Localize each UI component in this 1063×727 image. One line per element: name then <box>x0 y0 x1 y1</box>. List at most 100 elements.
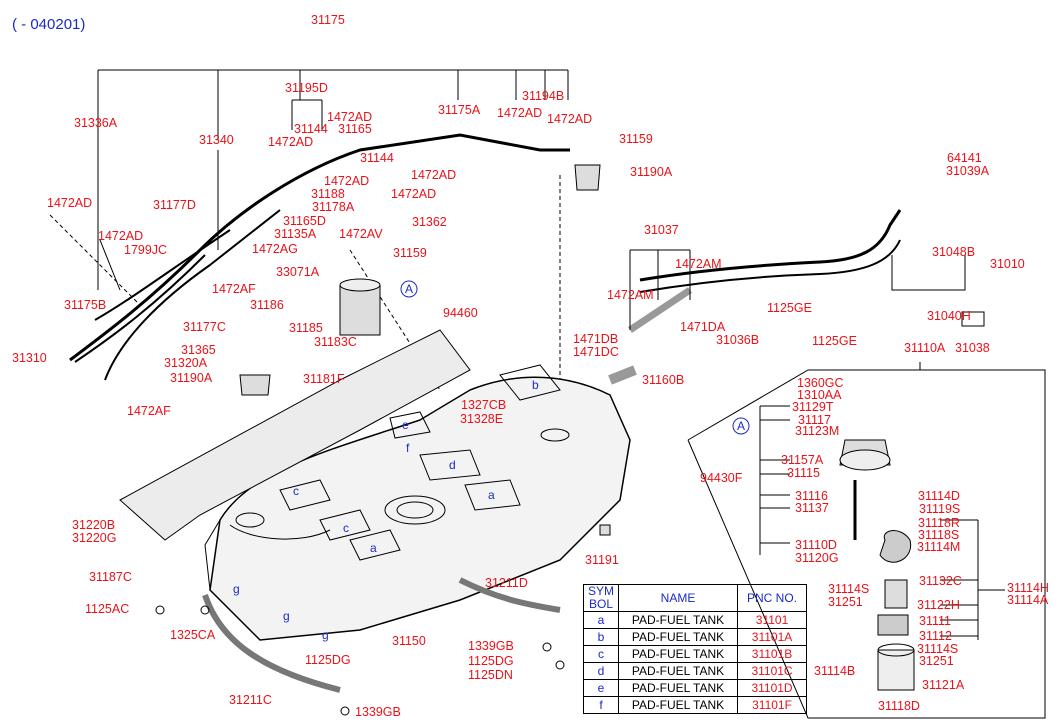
part-label: 31320A <box>164 356 208 370</box>
part-label: 31191 <box>585 553 619 567</box>
part-label: 1325CA <box>170 628 216 642</box>
part-label: 1339GB <box>468 639 514 653</box>
part-label: 1360GC <box>797 376 844 390</box>
part-label: 1471DA <box>680 320 726 334</box>
part-label: 1472AD <box>327 110 373 124</box>
part-label: 31038 <box>955 341 990 355</box>
callout-a-circle-1 <box>400 280 418 298</box>
part-label: 1472AD <box>268 135 314 149</box>
part-label: 1471DC <box>573 345 619 359</box>
part-label: 31040H <box>927 309 971 323</box>
part-label: 31177D <box>153 198 196 212</box>
row-symbol: a <box>582 611 620 629</box>
part-label: 31175B <box>64 298 107 312</box>
part-label: 1472AD <box>47 196 93 210</box>
symbol-table: SYM BOL NAME PNC NO. a PAD-FUEL TANK 311… <box>582 584 808 714</box>
part-label: 1125AC <box>85 602 130 616</box>
part-label: 31110A <box>904 341 946 355</box>
part-label: 31116 <box>795 489 828 503</box>
part-label: 31132C <box>919 574 962 588</box>
part-label: 31039A <box>946 164 990 178</box>
part-label: 1125DG <box>468 654 514 668</box>
part-label: 1472AD <box>391 187 437 201</box>
part-label: 31114S <box>917 642 959 656</box>
row-name: PAD-FUEL TANK <box>618 662 739 680</box>
part-label: 1472AF <box>127 404 171 418</box>
row-symbol: f <box>582 696 620 714</box>
row-pnc: 31101B <box>737 645 808 663</box>
part-label: 31114M <box>917 540 961 554</box>
part-label: 31114S <box>828 582 870 596</box>
pad-marker-g-3: g <box>322 628 329 642</box>
symbol-table-header: SYM BOL NAME PNC NO. <box>582 584 808 612</box>
header-pnc: PNC NO. <box>737 584 808 612</box>
part-label: 31121A <box>922 678 965 692</box>
part-label: 1471DB <box>573 332 619 346</box>
part-label: 31211D <box>485 576 528 590</box>
part-label: 31135A <box>274 227 317 241</box>
part-label: 31159 <box>393 246 427 260</box>
part-label: 31175 <box>311 13 345 27</box>
part-label: 94430F <box>700 471 743 485</box>
part-label: 1799JC <box>124 243 168 257</box>
pad-marker-f: f <box>406 441 410 455</box>
part-label: 1472AD <box>324 174 370 188</box>
part-label: 1125GE <box>767 301 812 315</box>
row-symbol: c <box>582 645 620 663</box>
part-label: 31157A <box>781 453 824 467</box>
row-name: PAD-FUEL TANK <box>618 628 739 646</box>
part-label: 1472AV <box>339 227 383 241</box>
part-label: 31251 <box>828 595 863 609</box>
row-pnc: 31101 <box>737 611 808 629</box>
part-label: 31188 <box>311 187 345 201</box>
table-row: e PAD-FUEL TANK 31101D <box>582 679 808 697</box>
date-range-header: ( - 040201) <box>12 16 86 33</box>
part-label: 31114A <box>1007 593 1049 607</box>
part-label: 31336A <box>74 116 118 130</box>
part-label: 31181F <box>303 372 345 386</box>
part-label: 31137 <box>795 501 829 515</box>
part-label: 31362 <box>412 215 447 229</box>
part-label: 31118D <box>878 699 920 713</box>
part-label: 94460 <box>443 306 478 320</box>
part-label: 31010 <box>990 257 1025 271</box>
part-label: 31122H <box>917 598 960 612</box>
part-label: 31144 <box>360 151 394 165</box>
part-label: 31112 <box>919 629 952 643</box>
part-label: 31123M <box>795 424 840 438</box>
part-label: 31111 <box>919 614 951 628</box>
part-label: 31175A <box>438 103 481 117</box>
part-label: 31119S <box>919 502 961 516</box>
part-label: 33071A <box>276 265 320 279</box>
part-label: 31194B <box>522 89 565 103</box>
pad-marker-b: b <box>532 378 539 392</box>
part-label: 1472AM <box>607 288 654 302</box>
part-label: 31120G <box>795 551 839 565</box>
part-label: 31118S <box>918 528 960 542</box>
part-label: 1472AD <box>411 168 457 182</box>
part-label: 31159 <box>619 132 653 146</box>
row-name: PAD-FUEL TANK <box>618 679 739 697</box>
part-label: 31048B <box>932 245 976 259</box>
part-label: 31195D <box>285 81 328 95</box>
part-label: 31118R <box>918 516 960 530</box>
row-name: PAD-FUEL TANK <box>618 611 739 629</box>
part-label: 31190A <box>630 165 673 179</box>
part-label: 1327CB <box>461 398 507 412</box>
part-label: 1125GE <box>812 334 857 348</box>
pad-marker-c-2: c <box>343 521 349 535</box>
row-pnc: 31101D <box>737 679 808 697</box>
part-label: 31211C <box>229 693 272 707</box>
row-pnc: 31101A <box>737 628 808 646</box>
part-label: 1472AG <box>252 242 298 256</box>
callout-a-circle-2 <box>732 417 750 435</box>
part-label: 31183C <box>314 335 357 349</box>
part-label: 31365 <box>181 343 216 357</box>
part-label: 31129T <box>792 400 834 414</box>
table-row: c PAD-FUEL TANK 31101B <box>582 645 808 663</box>
pad-marker-a-1: a <box>488 488 495 502</box>
part-label: 31190A <box>170 371 213 385</box>
pad-marker-d: d <box>449 458 456 472</box>
part-label: 31160B <box>642 373 685 387</box>
